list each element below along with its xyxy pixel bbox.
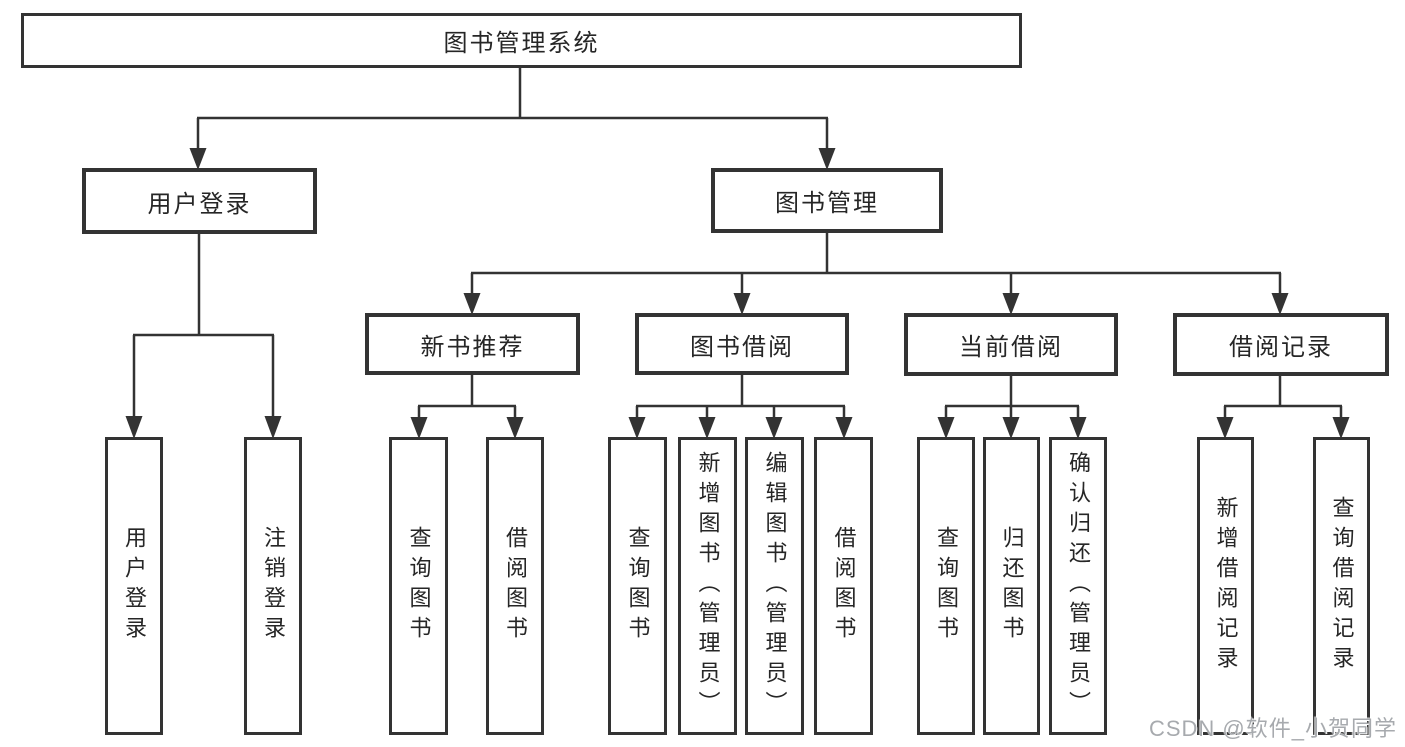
leaf-confirm-return-admin: 确认归还（管理员） <box>1049 437 1107 735</box>
node-label: 查询图书 <box>934 526 959 646</box>
connector-user-login-split <box>125 234 282 439</box>
node-user-login: 用户登录 <box>82 168 317 234</box>
node-label: 编辑图书（管理员） <box>762 451 788 721</box>
node-label: 新增图书（管理员） <box>695 451 721 721</box>
leaf-borrow-books-2: 借阅图书 <box>814 437 873 735</box>
csdn-watermark: CSDN @软件_小贺同学 <box>1148 716 1397 741</box>
node-label: 新书推荐 <box>420 333 525 361</box>
connector-new-book-recommend-split <box>410 375 524 439</box>
connector-book-borrow-split <box>628 375 853 439</box>
node-label: 确认归还（管理员） <box>1066 451 1091 721</box>
node-label: 当前借阅 <box>959 334 1063 361</box>
node-label: 用户登录 <box>147 190 252 218</box>
leaf-borrow-books-1: 借阅图书 <box>486 437 544 735</box>
node-label: 新增借阅记录 <box>1213 496 1239 676</box>
node-current-borrow: 当前借阅 <box>904 313 1118 376</box>
leaf-edit-book-admin: 编辑图书（管理员） <box>745 437 804 735</box>
leaf-return-book: 归还图书 <box>983 437 1040 735</box>
node-label: 图书管理系统 <box>443 30 600 57</box>
leaf-query-books-2: 查询图书 <box>608 437 667 735</box>
node-borrow-records: 借阅记录 <box>1173 313 1389 376</box>
node-label: 用户登录 <box>122 526 147 646</box>
connector-root-split <box>189 68 836 170</box>
node-label: 图书管理 <box>775 190 879 217</box>
leaf-logout: 注销登录 <box>244 437 302 735</box>
leaf-query-books-1: 查询图书 <box>389 437 448 735</box>
node-new-book-recommend: 新书推荐 <box>365 313 580 375</box>
node-label: 查询图书 <box>406 526 432 646</box>
leaf-add-borrow-record: 新增借阅记录 <box>1197 437 1254 735</box>
node-label: 注销登录 <box>261 526 286 646</box>
leaf-user-login: 用户登录 <box>105 437 163 735</box>
leaf-add-book-admin: 新增图书（管理员） <box>678 437 737 735</box>
node-label: 查询图书 <box>625 526 651 646</box>
node-label: 归还图书 <box>999 526 1025 646</box>
node-book-management: 图书管理 <box>711 168 943 233</box>
leaf-query-books-3: 查询图书 <box>917 437 975 735</box>
node-label: 查询借阅记录 <box>1329 496 1355 676</box>
node-label: 借阅记录 <box>1229 334 1333 361</box>
connector-book-management-split <box>463 233 1289 315</box>
connector-current-borrow-split <box>937 375 1087 439</box>
node-book-borrow: 图书借阅 <box>635 313 849 375</box>
node-label: 借阅图书 <box>831 526 857 646</box>
node-label: 图书借阅 <box>690 333 794 361</box>
node-label: 借阅图书 <box>503 526 528 646</box>
leaf-query-borrow-record: 查询借阅记录 <box>1313 437 1370 735</box>
connector-borrow-records-split <box>1216 375 1350 439</box>
node-library-management-system: 图书管理系统 <box>21 13 1022 68</box>
